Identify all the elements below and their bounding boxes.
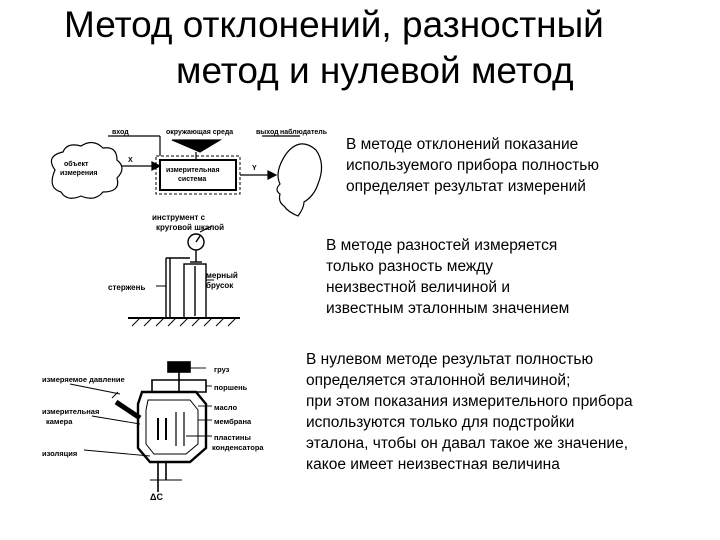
null-method-labels: измеряемое давление измерительная камера… — [42, 365, 264, 502]
paragraph-line: В нулевом методе результат полностью — [306, 351, 594, 368]
label-oil: масло — [214, 403, 237, 412]
label-insulation: изоляция — [42, 449, 77, 458]
paragraph-line: определяет результат измерений — [346, 178, 586, 195]
measurement-system-labels: вход окружающая среда выход наблюдатель … — [60, 128, 328, 183]
label-weight: груз — [214, 365, 230, 374]
label-piston: поршень — [214, 383, 248, 392]
paragraph-line: эталона, чтобы он давал такое же значени… — [306, 435, 629, 452]
null-method-diagram — [69, 361, 212, 492]
paragraph-line: определяется эталонной величиной; — [306, 372, 571, 389]
label-output: выход — [256, 129, 279, 136]
label-pressure: измеряемое давление — [42, 375, 125, 384]
paragraph-line: В методе разностей измеряется — [326, 237, 558, 254]
label-input: вход — [112, 129, 129, 136]
paragraph-difference-method: В методе разностей измеряется только раз… — [326, 235, 569, 319]
label-object-2: измерения — [60, 170, 97, 177]
paragraph-null-method: В нулевом методе результат полностью опр… — [306, 349, 633, 475]
paragraph-line: неизвестной величиной и — [326, 279, 511, 296]
label-plates-1: пластины — [214, 433, 251, 442]
observer-head-shape — [276, 143, 323, 217]
label-instrument-2: круговой шкалой — [156, 223, 224, 232]
label-chamber-2: камера — [46, 417, 73, 426]
label-block-1: мерный — [206, 271, 238, 280]
paragraph-deflection-method: В методе отклонений показание используем… — [346, 134, 599, 197]
paragraph-line: В методе отклонений показание — [346, 136, 579, 153]
slide-title-line-1: Метод отклонений, разностный — [64, 4, 604, 45]
label-membrane: мембрана — [214, 417, 252, 426]
paragraph-line: используются только для подстройки — [306, 414, 575, 431]
measuring-system-box — [159, 159, 237, 191]
label-x: X — [128, 157, 133, 164]
label-instrument-1: инструмент с — [152, 213, 206, 222]
label-object-1: объект — [64, 160, 89, 168]
paragraph-line: используемого прибора полностью — [346, 157, 600, 174]
label-delta-c: ΔC — [150, 492, 163, 502]
label-block-2: брусок — [206, 281, 234, 290]
paragraph-line: только разность между — [326, 258, 494, 275]
paragraph-line: известным эталонным значением — [326, 300, 570, 317]
label-plates-2: конденсатора — [212, 443, 264, 452]
chamber-body-shape — [136, 390, 208, 464]
label-system-1: измерительная — [166, 167, 220, 174]
label-chamber-1: измерительная — [42, 407, 99, 416]
label-y: Y — [252, 165, 257, 172]
paragraph-line: при этом показания измерительного прибор… — [306, 393, 633, 410]
label-observer: наблюдатель — [280, 128, 328, 136]
label-rod: стержень — [108, 283, 145, 292]
dial-gauge-labels: инструмент с круговой шкалой стержень ме… — [108, 213, 238, 292]
label-system-2: система — [178, 176, 206, 183]
environment-symbol — [171, 139, 223, 153]
paragraph-line: какое имеет неизвестная величина — [306, 456, 560, 473]
slide-title-line-2: метод и нулевой метод — [176, 50, 574, 91]
label-environment: окружающая среда — [166, 129, 233, 136]
object-cloud-shape — [50, 141, 123, 199]
weight-shape — [167, 361, 191, 373]
measurement-system-diagram — [50, 135, 323, 217]
dial-gauge-diagram — [128, 225, 240, 327]
